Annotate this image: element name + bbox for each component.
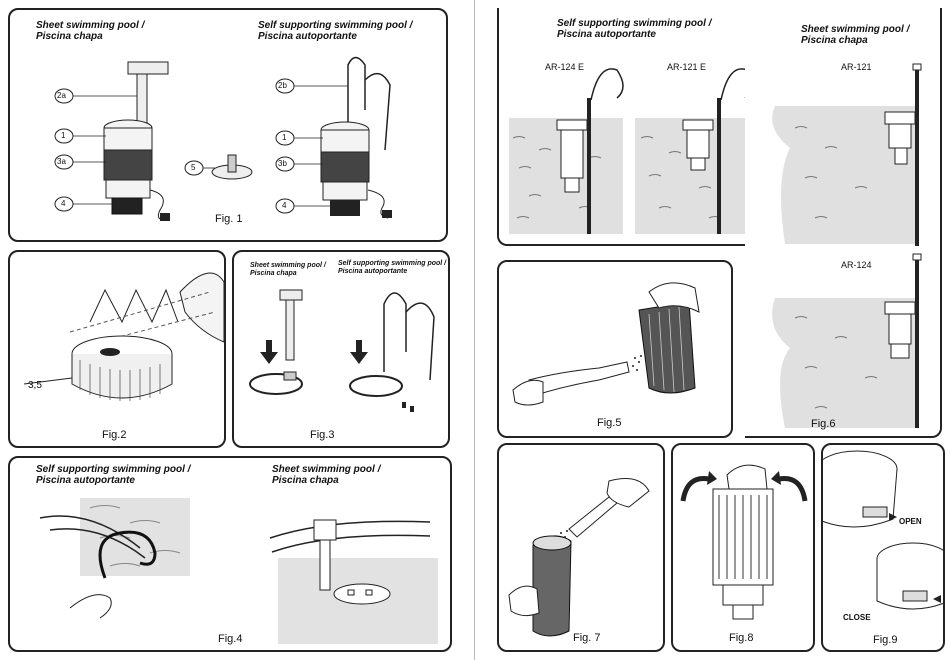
callout-4-left: 4	[61, 199, 66, 208]
fig7-caption: Fig. 7	[573, 632, 601, 644]
callout-1-right: 1	[282, 133, 287, 142]
fig4-panel: Self supporting swimming pool / Piscina …	[8, 456, 452, 652]
top-right-self-label-1: Self supporting swimming pool /	[557, 18, 712, 29]
fig3-self-label-2: Piscina autoportante	[338, 268, 408, 275]
fig1-sheet-label-2: Piscina chapa	[36, 31, 103, 42]
fig2-caption: Fig.2	[102, 429, 127, 441]
fig9-open-label: OPEN	[899, 517, 922, 526]
fig4-sheet-label-2: Piscina chapa	[272, 475, 339, 486]
callout-2b: 2b	[278, 81, 287, 90]
fig2-panel: 3,5 Fig.2	[8, 250, 226, 448]
fig6-caption: Fig.6	[811, 418, 836, 430]
model-ar-121e: AR-121 E	[667, 62, 707, 72]
fig3-caption: Fig.3	[310, 429, 335, 441]
fig4-caption: Fig.4	[218, 633, 243, 645]
fig5-panel: Fig.5	[497, 260, 733, 438]
fig4-illustration	[39, 498, 438, 644]
fig9-illustration	[823, 450, 943, 610]
model-ar-121: AR-121	[841, 62, 872, 72]
fig1-panel: Sheet swimming pool / Piscina chapa Self…	[8, 8, 448, 242]
fig3-self-label-1: Self supporting swimming pool /	[338, 260, 447, 267]
callout-2a: 2a	[57, 91, 66, 100]
fig7-illustration	[508, 478, 650, 637]
fig1-sheet-label-1: Sheet swimming pool /	[36, 20, 145, 31]
fig8-illustration	[680, 464, 808, 620]
fig9-close-label: CLOSE	[843, 613, 871, 622]
fig7-panel: Fig. 7	[497, 443, 665, 652]
fig6-panel: Sheet swimming pool / Piscina chapa AR-1…	[745, 8, 942, 438]
fig4-sheet-label-1: Sheet swimming pool /	[272, 464, 381, 475]
fig3-sheet-label-1: Sheet swimming pool /	[250, 262, 326, 269]
fig1-self-label-1: Self supporting swimming pool /	[258, 20, 413, 31]
fig1-illustration	[54, 56, 392, 221]
fig4-self-label-2: Piscina autoportante	[36, 475, 135, 486]
fig8-panel: Fig.8	[671, 443, 815, 652]
fig6-illustration	[772, 63, 922, 428]
self-supporting-panel: Self supporting swimming pool / Piscina …	[497, 8, 761, 246]
model-ar-124: AR-124	[841, 260, 872, 270]
fig2-illustration	[23, 272, 224, 401]
fig5-illustration	[512, 282, 700, 406]
fig1-caption: Fig. 1	[215, 213, 243, 225]
fig8-caption: Fig.8	[729, 632, 754, 644]
fig6-sheet-label-1: Sheet swimming pool /	[801, 24, 910, 35]
callout-5: 5	[191, 163, 196, 172]
model-ar-124e: AR-124 E	[545, 62, 585, 72]
fig3-sheet-label-2: Piscina chapa	[250, 270, 297, 277]
top-right-self-label-2: Piscina autoportante	[557, 29, 656, 40]
callout-3b: 3b	[278, 159, 287, 168]
self-supporting-illustration	[509, 68, 755, 234]
callout-3a: 3a	[57, 157, 66, 166]
callout-4-right: 4	[282, 201, 287, 210]
page-divider	[474, 0, 475, 660]
fig4-self-label-1: Self supporting swimming pool /	[36, 464, 191, 475]
fig9-caption: Fig.9	[873, 634, 898, 646]
fig2-measure: 3,5	[28, 380, 42, 391]
fig9-panel: OPEN CLOSE Fig.9	[821, 443, 945, 652]
fig1-self-label-2: Piscina autoportante	[258, 31, 357, 42]
fig3-illustration	[249, 289, 435, 412]
fig5-caption: Fig.5	[597, 417, 622, 429]
callout-1-left: 1	[61, 131, 66, 140]
fig6-sheet-label-2: Piscina chapa	[801, 35, 868, 46]
fig3-panel: Sheet swimming pool / Piscina chapa Self…	[232, 250, 450, 448]
